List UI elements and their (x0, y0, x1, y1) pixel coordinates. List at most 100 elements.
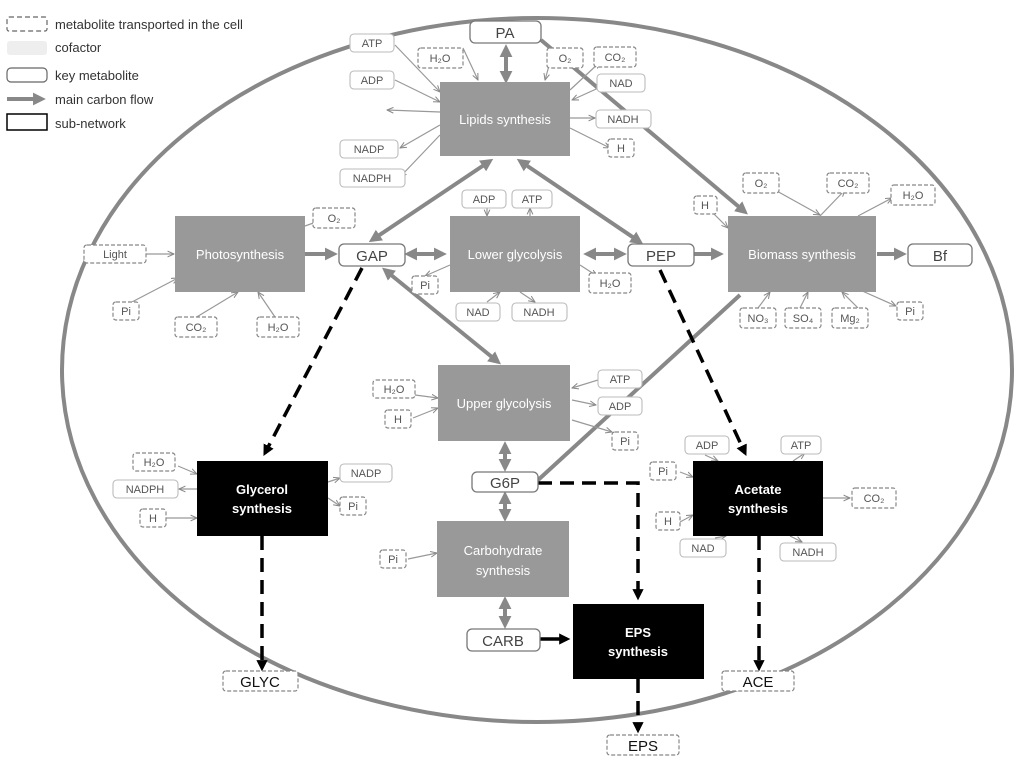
transported-o2-biomass: O₂ (755, 178, 768, 190)
transported-pi-carb: Pi (388, 554, 398, 566)
transported-no3: NO₃ (748, 313, 769, 325)
cofactor-atp-upper: ATP (610, 374, 631, 386)
subnetwork-acetate-synthesis: Acetate synthesis (693, 461, 823, 536)
legend-cofactor-label: cofactor (55, 40, 102, 55)
transported-pi-lower: Pi (420, 280, 430, 292)
lipids-synthesis-label: Lipids synthesis (459, 112, 551, 127)
subnetwork-eps-synthesis: EPS synthesis (573, 604, 704, 679)
transported-co2-biomass: CO₂ (838, 178, 859, 190)
transported-o2-lipid: O₂ (559, 53, 572, 65)
transported-h-glycerol: H (149, 513, 157, 525)
upper-glycolysis-label: Upper glycolysis (457, 396, 552, 411)
acetate-label-line1: Acetate (735, 482, 782, 497)
lower-glycolysis-label: Lower glycolysis (468, 247, 563, 262)
process-upper-glycolysis: Upper glycolysis (438, 365, 570, 441)
cofactor-adp-acetate: ADP (696, 440, 719, 452)
eps-label-line1: EPS (625, 625, 651, 640)
process-biomass-synthesis: Biomass synthesis (728, 216, 876, 292)
legend-transported-label: metabolite transported in the cell (55, 17, 243, 32)
transported-o2-photo: O₂ (328, 213, 341, 225)
transported-h-acetate: H (664, 516, 672, 528)
transported-pi-biomass: Pi (905, 306, 915, 318)
legend-key-metabolite-swatch (6, 67, 48, 83)
transported-co2-acetate: CO₂ (864, 493, 885, 505)
cofactor-adp-lower: ADP (473, 194, 496, 206)
transported-h-biomass: H (701, 200, 709, 212)
legend-key-metabolite-label: key metabolite (55, 68, 139, 83)
key-gap-box (338, 243, 406, 267)
flow-pep-lipids (516, 158, 644, 245)
cofactor-atp-lower: ATP (522, 194, 543, 206)
transported-h2o-photo: H₂O (268, 322, 289, 334)
glycerol-label-line2: synthesis (232, 501, 292, 516)
key-bf-box (907, 243, 973, 267)
transported-pi-upper: Pi (620, 436, 630, 448)
legend-main-flow-label: main carbon flow (55, 92, 154, 107)
legend-sub-network-label: sub-network (55, 116, 126, 131)
cofactor-nadh-lower: NADH (523, 307, 554, 319)
glycerol-label-line1: Glycerol (236, 482, 288, 497)
key-pep-box (627, 243, 695, 267)
transported-h2o-upper: H₂O (384, 384, 405, 396)
cofactor-nadp-glycerol: NADP (351, 468, 382, 480)
flow-g6p-eps (538, 481, 644, 601)
transported-co2-photo: CO₂ (186, 322, 207, 334)
photosynthesis-label: Photosynthesis (196, 247, 285, 262)
transported-glyc: GLYC (240, 674, 280, 691)
transported-h-upper: H (394, 414, 402, 426)
cofactor-nadph-glycerol: NADPH (126, 484, 165, 496)
transported-pi-acetate: Pi (658, 466, 668, 478)
transported-light: Light (103, 249, 127, 261)
flow-gap-upperglyc (382, 267, 501, 365)
transported-h2o-glycerol: H₂O (144, 457, 165, 469)
transported-eps: EPS (628, 738, 658, 755)
key-pep: PEP (646, 248, 676, 265)
carbohydrate-label-line2: synthesis (476, 563, 531, 578)
transported-h2o-lipid: H₂O (430, 53, 451, 65)
flow-pep-acetate (658, 269, 747, 457)
acetate-label-line2: synthesis (728, 501, 788, 516)
cofactor-adp-upper: ADP (609, 401, 632, 413)
eps-label-line2: synthesis (608, 644, 668, 659)
legend: metabolite transported in the cell cofac… (6, 16, 243, 131)
key-pa: PA (496, 25, 515, 42)
cell-membrane (60, 16, 1014, 724)
cofactor-nadh-lipid: NADH (607, 114, 638, 126)
process-photosynthesis: Photosynthesis (175, 216, 305, 292)
cofactor-adp-lipid: ADP (361, 75, 384, 87)
cofactor-atp-lipid: ATP (362, 38, 383, 50)
legend-cofactor-swatch (7, 41, 47, 55)
flow-gap-lipids (368, 158, 494, 243)
transported-ace: ACE (743, 674, 774, 691)
transported-so4: SO₄ (793, 313, 814, 325)
process-lipids-synthesis: Lipids synthesis (440, 82, 570, 156)
key-carb: CARB (482, 633, 524, 650)
key-gap: GAP (356, 248, 388, 265)
transported-mg2: Mg₂ (840, 313, 860, 325)
transported-pi-photo: Pi (121, 306, 131, 318)
cofactor-nad-lower: NAD (466, 307, 489, 319)
key-g6p-box (471, 471, 539, 493)
cofactor-nadp-lipid: NADP (354, 144, 385, 156)
transported-h2o-biomass: H₂O (903, 190, 924, 202)
carbohydrate-label-line1: Carbohydrate (464, 543, 543, 558)
cofactor-atp-acetate: ATP (791, 440, 812, 452)
flow-gap-glycerol (263, 267, 364, 456)
transported-h-lipid: H (617, 143, 625, 155)
cofactor-nadh-acetate: NADH (792, 547, 823, 559)
key-bf: Bf (933, 248, 948, 265)
biomass-synthesis-label: Biomass synthesis (748, 247, 856, 262)
transported-h2o-lower: H₂O (600, 278, 621, 290)
cofactor-nad-acetate: NAD (691, 543, 714, 555)
key-pa-box (469, 20, 542, 44)
transported-co2-lipid: CO₂ (605, 52, 626, 64)
legend-sub-network-swatch (6, 113, 48, 131)
cofactor-nad-lipid: NAD (609, 78, 632, 90)
subnetwork-glycerol-synthesis: Glycerol synthesis (197, 461, 328, 536)
process-lower-glycolysis: Lower glycolysis (450, 216, 580, 292)
cofactor-nadph-lipid: NADPH (353, 173, 392, 185)
transported-pi-glycerol: Pi (348, 501, 358, 513)
key-g6p: G6P (490, 475, 520, 492)
